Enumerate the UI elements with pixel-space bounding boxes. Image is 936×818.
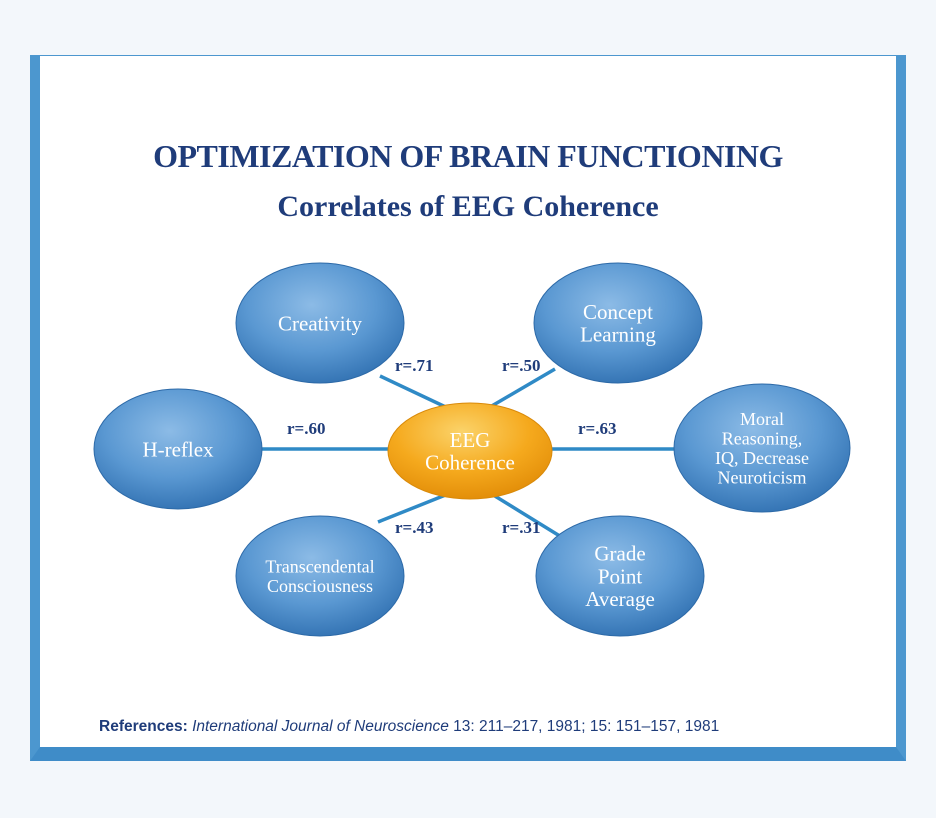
h-reflex-node bbox=[93, 388, 263, 510]
diagram-subtitle: Correlates of EEG Coherence bbox=[277, 190, 659, 223]
moral-reasoning-node bbox=[673, 383, 851, 513]
h-reflex-correlation: r=.60 bbox=[287, 419, 325, 438]
concept-learning-connector bbox=[489, 367, 556, 409]
grade-point-average-connector bbox=[489, 491, 564, 540]
transcendental-consciousness-correlation: r=.43 bbox=[395, 518, 433, 537]
grade-point-average-node bbox=[535, 515, 705, 637]
creativity-connector bbox=[379, 374, 453, 412]
h-reflex-label: H-reflex bbox=[142, 437, 214, 461]
grade-point-average-correlation: r=.31 bbox=[502, 518, 540, 537]
references-line: References: International Journal of Neu… bbox=[99, 718, 719, 736]
diagram-title: OPTIMIZATION OF BRAIN FUNCTIONING bbox=[153, 138, 783, 174]
slide: OPTIMIZATION OF BRAIN FUNCTIONING Correl… bbox=[30, 55, 906, 761]
transcendental-consciousness-node bbox=[235, 515, 405, 637]
eeg-coherence-node bbox=[387, 402, 553, 500]
references-label: References: bbox=[99, 718, 188, 735]
references-journal: International Journal of Neuroscience bbox=[192, 718, 449, 735]
creativity-correlation: r=.71 bbox=[395, 356, 433, 375]
creativity-label: Creativity bbox=[278, 311, 362, 335]
moral-reasoning-correlation: r=.63 bbox=[578, 419, 616, 438]
concept-learning-correlation: r=.50 bbox=[502, 356, 540, 375]
references-citation: 13: 211–217, 1981; 15: 151–157, 1981 bbox=[453, 718, 720, 735]
transcendental-consciousness-connector bbox=[377, 492, 449, 524]
creativity-node bbox=[235, 262, 405, 384]
concept-learning-node bbox=[533, 262, 703, 384]
